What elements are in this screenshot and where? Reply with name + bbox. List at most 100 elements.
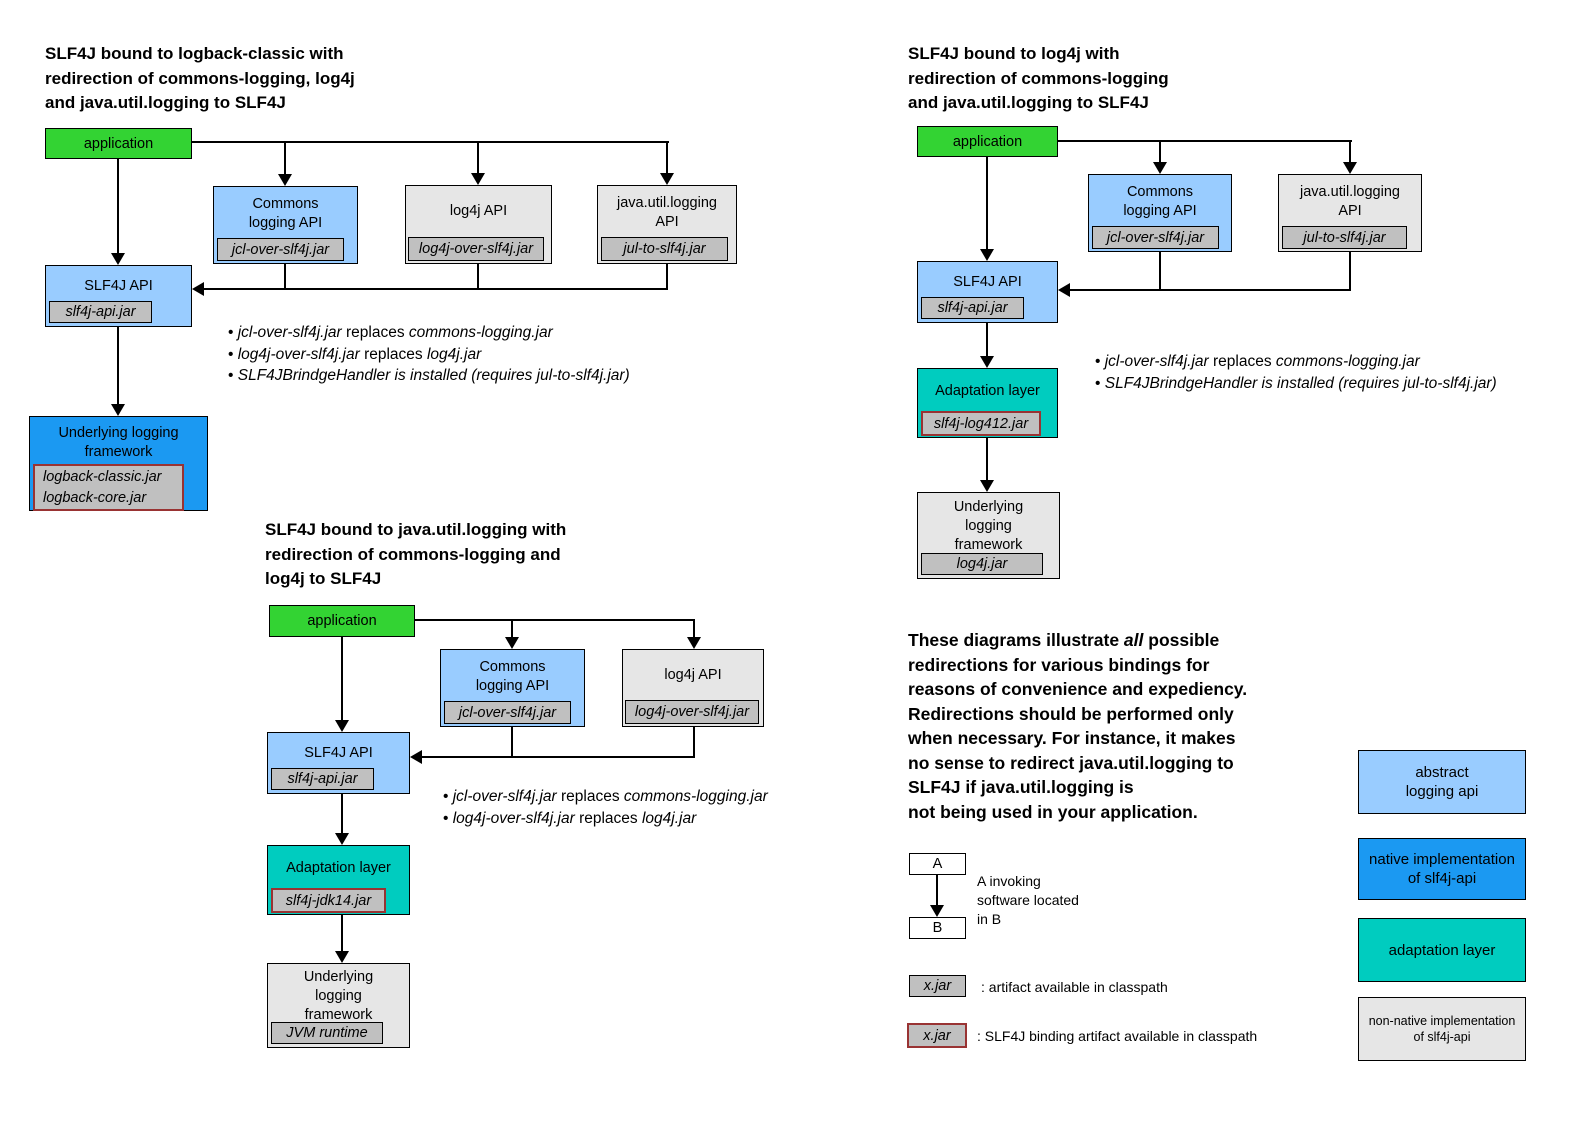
jar-chip-slf4j-api-1: slf4j-api.jar <box>49 301 152 323</box>
diagram2-notes: • jcl-over-slf4j.jar replaces commons-lo… <box>1095 351 1497 394</box>
arrowhead-left <box>410 750 422 764</box>
jar-chip-slf4j-api-3: slf4j-api.jar <box>271 768 374 790</box>
node-label: Adaptation layer <box>286 860 391 876</box>
arrowhead-down <box>1343 162 1357 174</box>
connector-vline <box>986 323 988 356</box>
legend-node-b: B <box>909 917 966 939</box>
title-line: and java.util.logging to SLF4J <box>45 93 286 112</box>
node-label: Underlying logging framework <box>58 425 179 460</box>
jar-chip-jcl-over-slf4j-1: jcl-over-slf4j.jar <box>217 238 344 261</box>
note-line: redirections for various bindings for <box>908 654 1210 675</box>
legend-xjar-caption: : artifact available in classpath <box>981 979 1168 995</box>
node-underlying-logging-framework-1: Underlying logging framework logback-cla… <box>29 416 208 511</box>
arrowhead-left <box>1058 283 1070 297</box>
node-label: application <box>307 613 377 629</box>
node-label: log4j API <box>449 203 508 219</box>
node-label: Underlying logging framework <box>953 499 1024 553</box>
node-label: application <box>952 133 1023 150</box>
title-line: SLF4J bound to java.util.logging with <box>265 520 567 539</box>
node-label: Commons logging API <box>1123 184 1197 219</box>
bullet-line: • log4j-over-slf4j.jar replaces log4j.ja… <box>443 809 697 827</box>
legend-non-native-implementation: non-native implementation of slf4j-api <box>1358 997 1526 1061</box>
arrowhead-down <box>335 720 349 732</box>
node-commons-logging-api-1: Commons logging API jcl-over-slf4j.jar <box>213 186 358 264</box>
title-line: SLF4J bound to log4j with <box>908 44 1120 63</box>
arrowhead-down <box>980 356 994 368</box>
legend-ab-caption: A invoking software located in B <box>977 873 1079 927</box>
node-label: Commons logging API <box>475 659 550 694</box>
note-line: not being used in your application. <box>908 801 1198 822</box>
connector-vline <box>666 264 668 290</box>
node-slf4j-api-2: SLF4J API slf4j-api.jar <box>917 261 1058 323</box>
connector-vline <box>117 159 119 253</box>
title-line: redirection of commons-logging <box>908 68 1169 88</box>
bullet-line: • jcl-over-slf4j.jar replaces commons-lo… <box>228 324 553 341</box>
connector-vline <box>1349 252 1351 291</box>
node-slf4j-api-1: SLF4J API slf4j-api.jar <box>45 265 192 327</box>
connector-hline <box>415 619 695 621</box>
node-label: java.util.logging API <box>1300 184 1400 219</box>
node-application-1: application <box>45 128 192 159</box>
arrowhead-down <box>980 480 994 492</box>
node-label: Underlying logging framework <box>303 969 374 1023</box>
jar-chip-slf4j-api-2: slf4j-api.jar <box>921 297 1024 319</box>
node-underlying-logging-framework-2: Underlying logging framework log4j.jar <box>917 492 1060 579</box>
node-label: SLF4J API <box>84 278 153 294</box>
jar-chip-log4j-over-slf4j-3: log4j-over-slf4j.jar <box>625 700 759 724</box>
arrowhead-down <box>687 637 701 649</box>
bullet-line: • log4j-over-slf4j.jar replaces log4j.ja… <box>228 345 482 363</box>
node-commons-logging-api-3: Commons logging API jcl-over-slf4j.jar <box>440 649 585 727</box>
legend-xjar-binding-chip: x.jar <box>907 1023 967 1048</box>
connector-hline <box>1058 140 1352 142</box>
bullet-line: • jcl-over-slf4j.jar replaces commons-lo… <box>1095 353 1420 370</box>
title-line: and java.util.logging to SLF4J <box>908 93 1149 112</box>
legend-node-a: A <box>909 853 966 875</box>
node-label: application <box>83 135 154 152</box>
connector-vline <box>284 141 286 174</box>
jar-chip-log4j-jar: log4j.jar <box>921 553 1043 575</box>
jar-chip-slf4j-jdk14: slf4j-jdk14.jar <box>271 888 386 913</box>
node-label: log4j API <box>664 667 722 683</box>
bullet-line: • SLF4JBrindgeHandler is installed (requ… <box>228 367 630 384</box>
arrowhead-down <box>980 249 994 261</box>
connector-vline <box>341 794 343 833</box>
node-application-2: application <box>917 126 1058 157</box>
diagram1-title: SLF4J bound to logback-classic with redi… <box>45 42 355 116</box>
title-line: redirection of commons-logging, log4j <box>45 68 355 88</box>
jar-chip-jul-to-slf4j-2: jul-to-slf4j.jar <box>1282 226 1407 249</box>
arrowhead-down <box>660 173 674 185</box>
note-line: These diagrams illustrate all possible <box>908 630 1220 650</box>
diagram3-notes: • jcl-over-slf4j.jar replaces commons-lo… <box>443 786 768 829</box>
arrowhead-down <box>505 637 519 649</box>
legend-abstract-logging-api: abstract logging api <box>1358 750 1526 814</box>
connector-vline <box>477 264 479 290</box>
arrowhead-down <box>111 404 125 416</box>
node-label: B <box>932 920 943 936</box>
note-line: Redirections should be performed only <box>908 703 1234 724</box>
connector-vline <box>284 264 286 290</box>
node-label: A <box>932 856 943 872</box>
node-log4j-api-3: log4j API log4j-over-slf4j.jar <box>622 649 764 727</box>
connector-vline <box>1349 140 1351 162</box>
connector-vline <box>666 141 668 173</box>
connector-vline <box>986 157 988 249</box>
node-application-3: application <box>269 605 415 637</box>
arrowhead-down <box>930 905 944 917</box>
jar-chip-jul-to-slf4j-1: jul-to-slf4j.jar <box>601 237 728 261</box>
connector-vline <box>936 875 938 905</box>
connector-vline <box>986 438 988 480</box>
legend-xjar-binding-caption: : SLF4J binding artifact available in cl… <box>977 1028 1258 1044</box>
arrowhead-down <box>1153 162 1167 174</box>
connector-vline <box>693 727 695 758</box>
node-label: Adaptation layer <box>935 383 1040 399</box>
connector-hline <box>1070 289 1351 291</box>
node-adaptation-layer-2: Adaptation layer slf4j-log412.jar <box>917 368 1058 438</box>
bullet-line: • jcl-over-slf4j.jar replaces commons-lo… <box>443 788 768 805</box>
title-line: log4j to SLF4J <box>265 569 382 588</box>
connector-hline <box>204 288 668 290</box>
node-underlying-logging-framework-3: Underlying logging framework JVM runtime <box>267 963 410 1048</box>
note-line: no sense to redirect java.util.logging t… <box>908 752 1234 773</box>
node-adaptation-layer-3: Adaptation layer slf4j-jdk14.jar <box>267 845 410 915</box>
node-slf4j-api-3: SLF4J API slf4j-api.jar <box>267 732 410 794</box>
